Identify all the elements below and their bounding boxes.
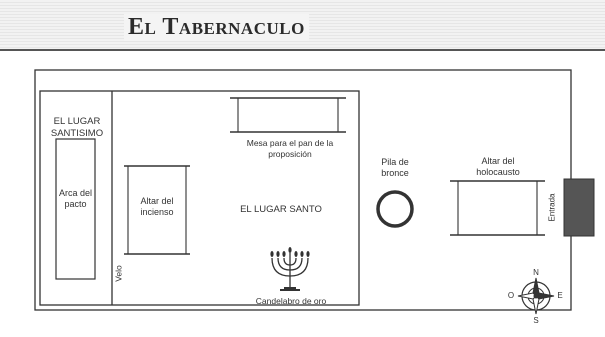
burnt-altar-label: Altar del holocausto — [476, 156, 520, 177]
laver-label: Pila de bronce — [381, 157, 409, 178]
compass-south-label: S — [533, 316, 539, 325]
entrance-label: Entrada — [547, 193, 557, 222]
menorah-flames — [270, 247, 310, 257]
compass-east-label: E — [557, 291, 563, 300]
bread-table-label: Mesa para el pan de la proposición — [246, 138, 334, 159]
incense-altar-label: Altar del incienso — [140, 196, 174, 217]
menorah-label: Candelabro de oro — [255, 296, 327, 306]
entrance-gate — [563, 178, 595, 237]
compass-west-label: O — [507, 291, 515, 300]
ark-label: Arca del pacto — [58, 188, 93, 209]
compass-icon — [517, 277, 555, 315]
menorah-icon — [271, 253, 309, 291]
laver-basin — [376, 190, 414, 228]
compass-north-label: N — [533, 268, 539, 277]
ark-box — [55, 138, 96, 280]
holy-of-holies-label: EL LUGAR SANTISIMO — [50, 116, 104, 139]
tabernacle-building — [39, 90, 360, 306]
veil-label: Velo — [113, 265, 124, 282]
holy-place-label: EL LUGAR SANTO — [240, 204, 322, 215]
page-title: El Tabernaculo — [124, 14, 309, 41]
header-rule — [0, 49, 605, 51]
